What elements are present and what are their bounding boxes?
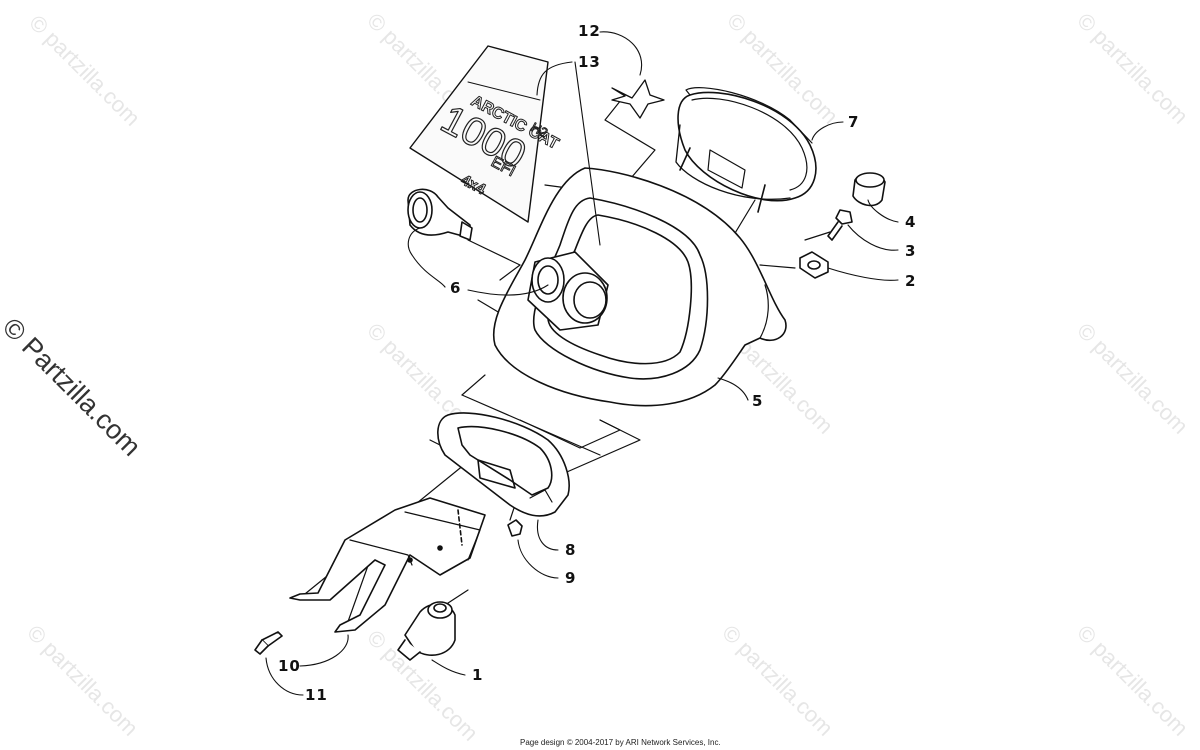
callout-9: 9	[565, 569, 577, 587]
leader-lines	[265, 31, 899, 696]
callout-5: 5	[752, 392, 764, 410]
ignition-switch-1	[397, 601, 456, 661]
decal-13: ARCTIC CAT 1000 H2 EFI 4x4	[409, 45, 562, 223]
nut-2	[799, 251, 829, 279]
callout-3: 3	[905, 242, 917, 260]
bracket-10	[289, 497, 486, 633]
callout-11: 11	[305, 686, 328, 704]
key-3	[827, 209, 853, 241]
clip-9	[507, 519, 523, 537]
callout-13: 13	[578, 53, 601, 71]
callout-2: 2	[905, 272, 917, 290]
callout-12: 12	[578, 22, 601, 40]
callout-4: 4	[905, 213, 917, 231]
speedometer-7	[675, 87, 817, 213]
bezel-8	[437, 412, 570, 517]
callout-1: 1	[472, 666, 484, 684]
rivet-11	[254, 631, 283, 655]
callout-8: 8	[565, 541, 577, 559]
callout-10: 10	[278, 657, 301, 675]
key-cap-4	[852, 172, 886, 207]
callout-6: 6	[450, 279, 462, 297]
callout-7: 7	[848, 113, 860, 131]
footer-copyright: Page design © 2004-2017 by ARI Network S…	[520, 738, 721, 747]
logo-emblem-12	[611, 79, 665, 119]
instrument-pod-5	[492, 167, 787, 407]
power-outlet-6	[407, 188, 473, 241]
